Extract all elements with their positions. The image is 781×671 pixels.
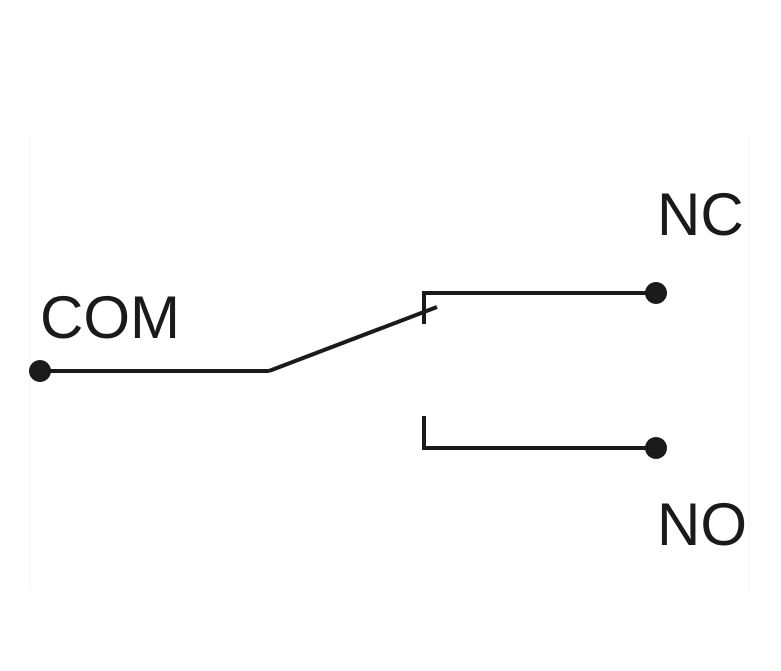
no-label: NO	[657, 491, 747, 558]
com-terminal	[29, 360, 51, 382]
com-label: COM	[40, 284, 180, 351]
no-contact-wire	[422, 416, 656, 450]
switch-blade	[268, 305, 438, 373]
nc-label: NC	[657, 181, 744, 248]
nc-contact-wire	[422, 291, 656, 324]
nc-terminal	[645, 282, 667, 304]
no-terminal	[645, 437, 667, 459]
